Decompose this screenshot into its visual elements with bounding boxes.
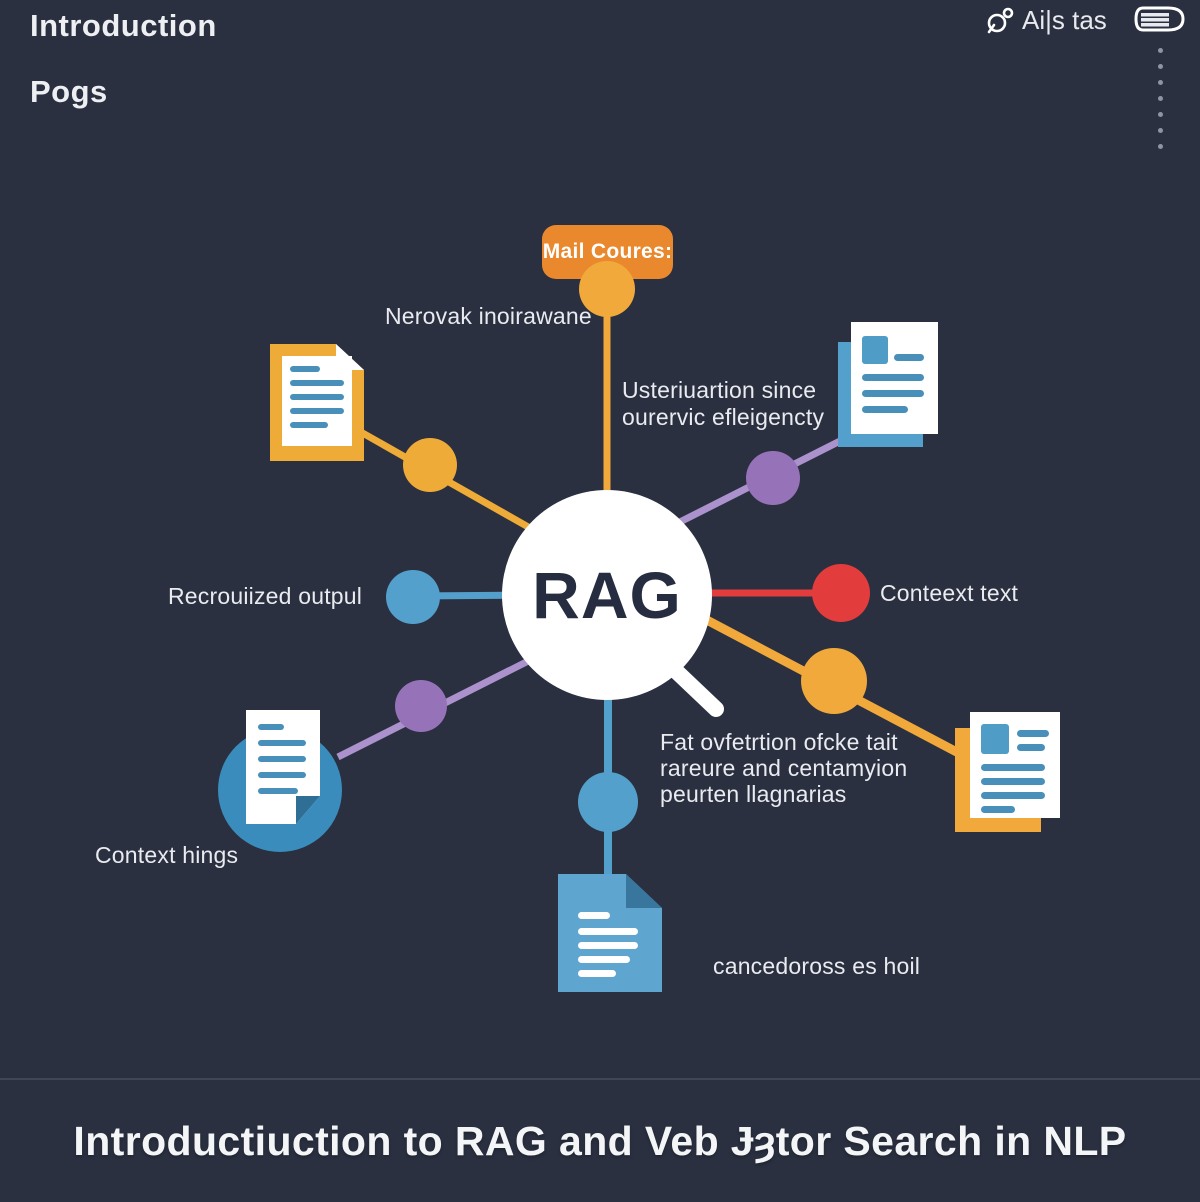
rag-center-node: RAG bbox=[502, 490, 712, 700]
label-bottom: cancedoross es hoil bbox=[713, 953, 921, 979]
magnifier-handle bbox=[668, 663, 724, 717]
document-icon-top-left bbox=[270, 340, 370, 470]
key-icon bbox=[983, 5, 1015, 42]
label-bottom-right: Fat ovfetrtion ofcke tait rareure and ce… bbox=[660, 729, 908, 807]
label-top: Nerovak inoirawane bbox=[385, 303, 592, 329]
node-bottom bbox=[578, 772, 638, 832]
document-icon-bottom-left bbox=[208, 702, 358, 857]
node-top-left bbox=[403, 438, 457, 492]
node-right bbox=[812, 564, 870, 622]
scroll-dots bbox=[1158, 48, 1163, 149]
battery-icon bbox=[1132, 4, 1188, 39]
document-icon-bottom bbox=[558, 874, 662, 997]
label-left: Recrouiized outpul bbox=[168, 583, 363, 609]
status-text: Ai|s tas bbox=[1022, 5, 1107, 35]
page-subtitle: Pogs bbox=[30, 74, 108, 109]
footer: Introductiuction to RAG and Veb Ɉȝtor Se… bbox=[0, 1078, 1200, 1202]
rag-label: RAG bbox=[532, 558, 682, 632]
node-bottom-left bbox=[395, 680, 447, 732]
label-top-right: Usteriuartion since ourervic efleigencty bbox=[622, 377, 825, 430]
document-icon-top-right bbox=[838, 322, 938, 455]
node-bottom-right bbox=[801, 648, 867, 714]
label-right: Conteext text bbox=[880, 580, 1019, 606]
node-left bbox=[386, 570, 440, 624]
node-top-right bbox=[746, 451, 800, 505]
slide-title: Introductiuction to RAG and Veb Ɉȝtor Se… bbox=[73, 1117, 1127, 1164]
label-bottom-left: Context hings bbox=[95, 842, 239, 868]
spoke-top-right bbox=[666, 434, 848, 532]
page-title: Introduction bbox=[30, 8, 217, 43]
document-icon-bottom-right bbox=[955, 712, 1060, 839]
main-badge: Mail Coures: bbox=[542, 225, 673, 279]
